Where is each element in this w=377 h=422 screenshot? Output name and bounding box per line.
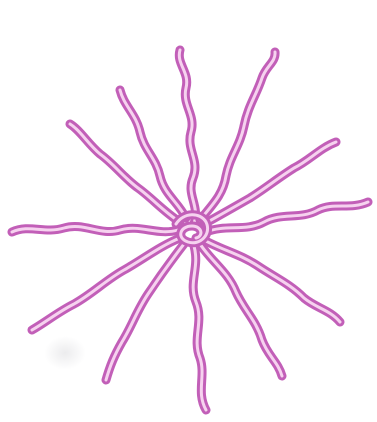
squiggle-arm-top-right: [200, 52, 275, 220]
squiggle-arm-left: [12, 226, 178, 232]
squiggle-center-knot: [176, 215, 208, 243]
faint-smudge: [44, 336, 86, 370]
squiggle-arm-bottom: [193, 246, 206, 410]
squiggle-arm-bottom-right: [200, 244, 282, 376]
squiggle-arm-top: [179, 50, 195, 224]
squiggle-arm-right-lower: [204, 240, 340, 322]
squiggle-arm-bottom-left: [106, 244, 184, 380]
